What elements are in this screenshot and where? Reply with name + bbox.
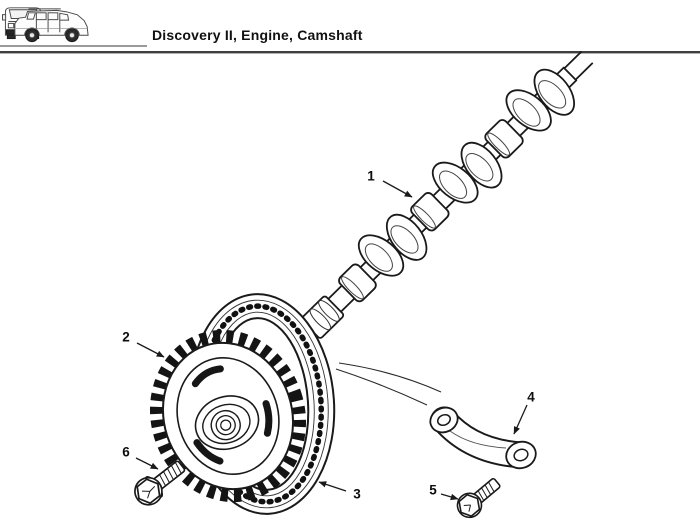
assembly-guide-curves — [335, 362, 442, 406]
timing-gear-drawing — [149, 329, 307, 503]
callout-1[interactable]: 1 — [367, 168, 375, 184]
callout-6[interactable]: 6 — [122, 444, 130, 460]
camshaft-drawing — [300, 50, 594, 340]
bolt-5-drawing — [456, 477, 501, 519]
header-divider — [0, 51, 700, 53]
page-title: Discovery II, Engine, Camshaft — [152, 27, 363, 43]
callout-5[interactable]: 5 — [429, 482, 437, 498]
callout-3[interactable]: 3 — [353, 486, 361, 502]
header-bar: Discovery II, Engine, Camshaft — [0, 0, 700, 54]
icon-ground-line — [0, 45, 147, 47]
thrust-bracket-drawing — [429, 406, 537, 470]
discovery-side-view-icon[interactable] — [10, 5, 92, 46]
callout-2[interactable]: 2 — [122, 329, 130, 345]
callout-4[interactable]: 4 — [527, 389, 535, 405]
callout-leader-lines — [135, 180, 528, 501]
bolt-6-drawing — [134, 460, 186, 506]
